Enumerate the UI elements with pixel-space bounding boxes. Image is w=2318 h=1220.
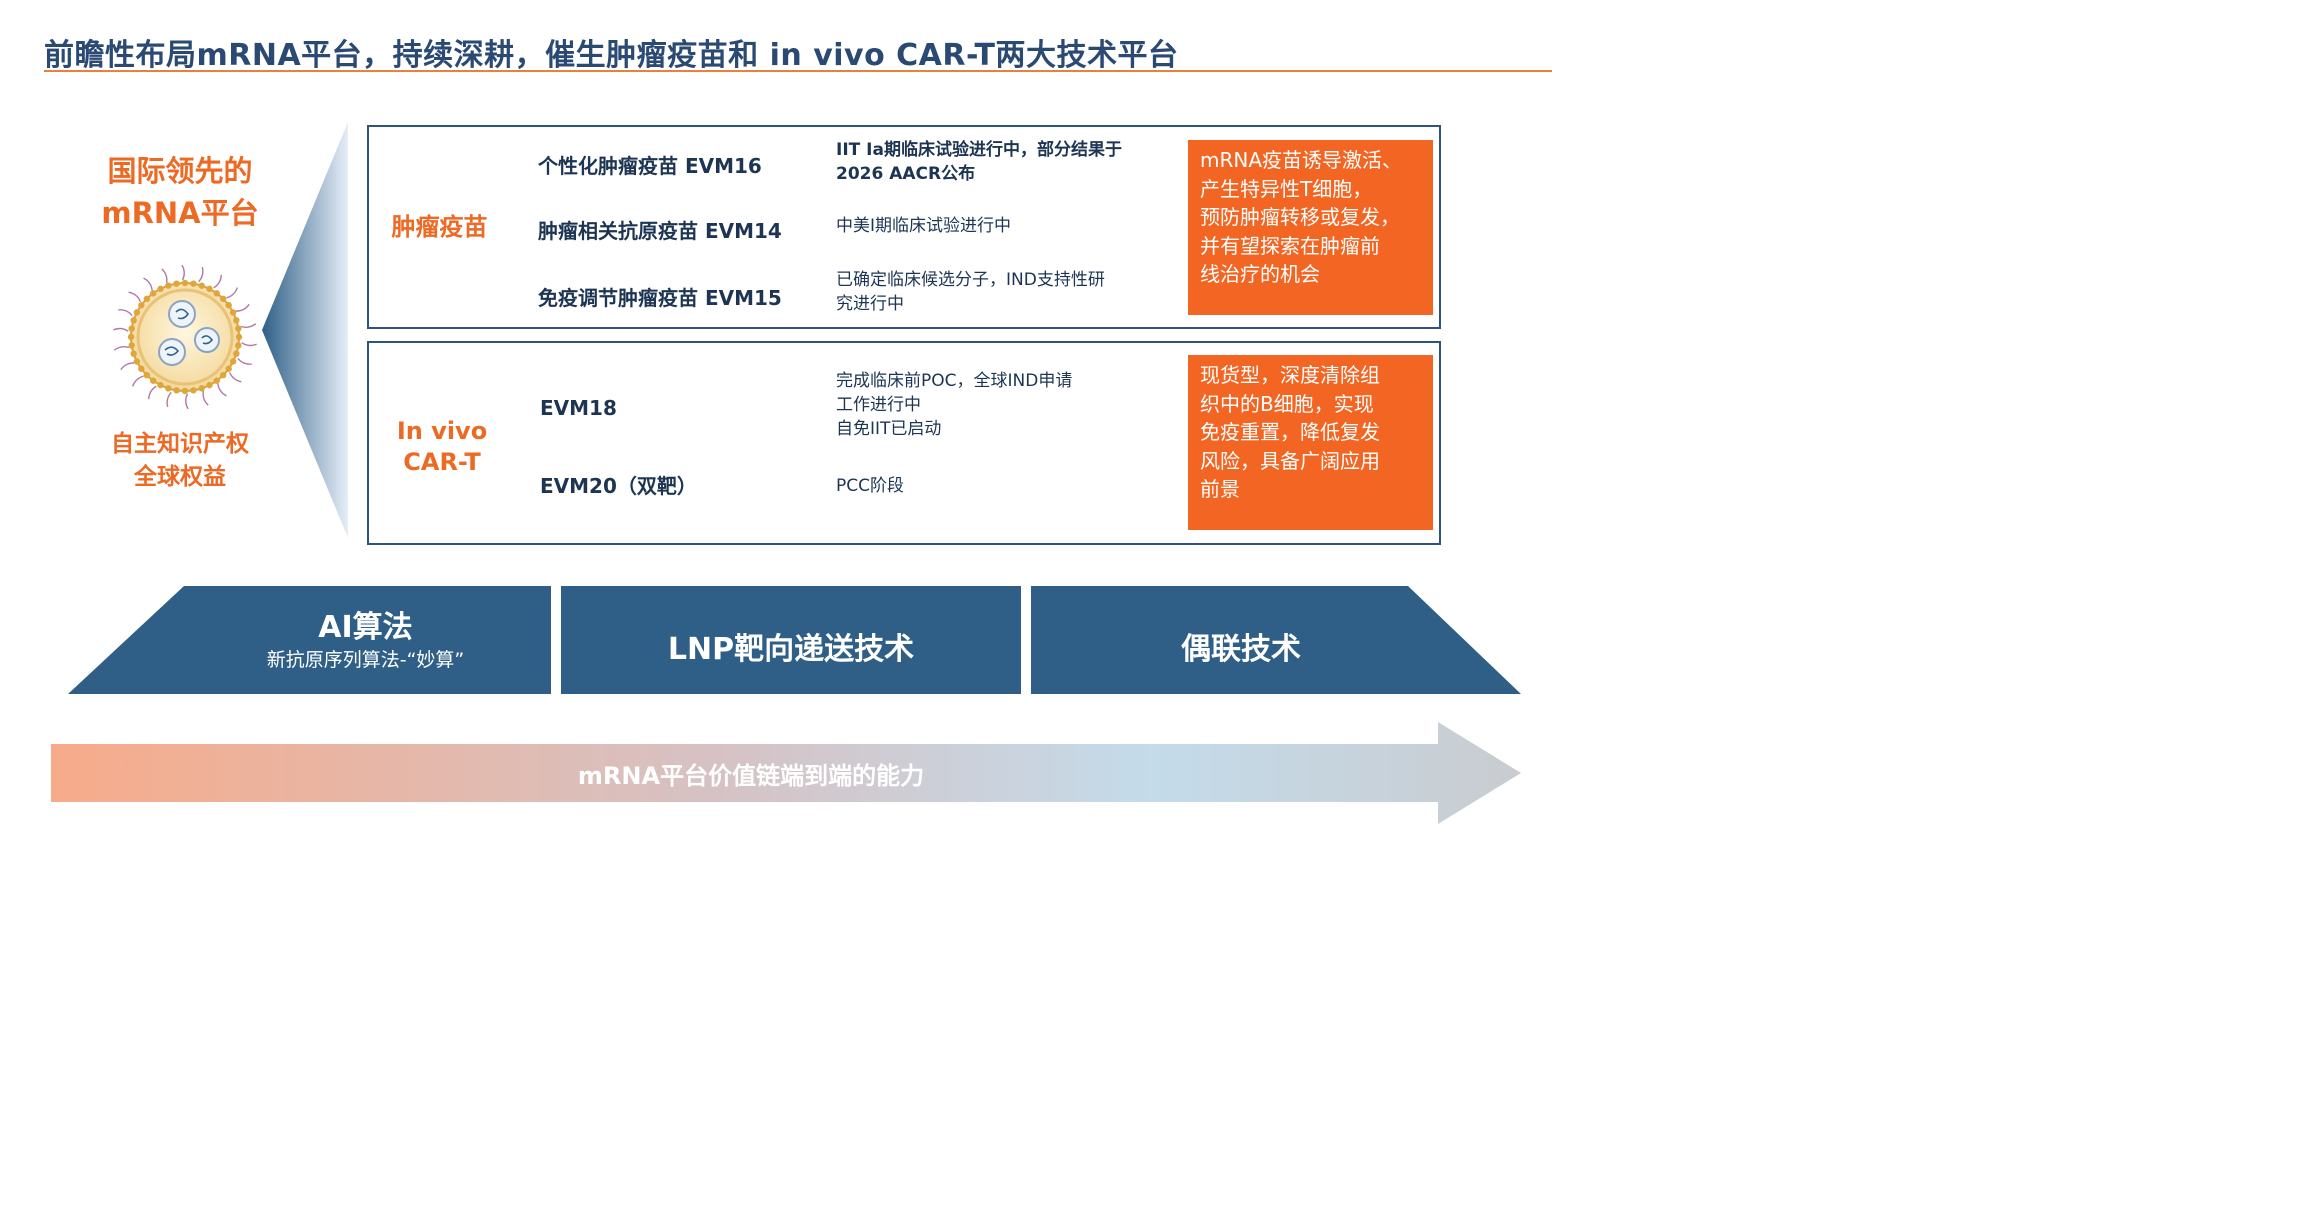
ip-rights-line2: 全球权益 [134, 464, 226, 490]
tech-conjugation-label: 偶联技术 [1181, 632, 1301, 667]
highlight-line: 现货型，深度清除组 [1200, 363, 1380, 387]
product-evm16: 个性化肿瘤疫苗 EVM16 [538, 154, 762, 178]
highlight-line: 并有望探索在肿瘤前 [1200, 233, 1380, 258]
product-evm20: EVM20（双靶） [540, 474, 697, 498]
tech-block-conjugation [1031, 586, 1521, 694]
status-evm16: IIT Ia期临床试验进行中，部分结果于 2026 AACR公布 [836, 138, 1122, 186]
tech-lnp-label: LNP靶向递送技术 [667, 632, 915, 667]
platform-heading-line1: 国际领先的 [107, 154, 253, 188]
status-evm18-line3: 自免IIT已启动 [836, 419, 942, 439]
tumor-vaccine-highlight: mRNA疫苗诱导激活、 产生特异性T细胞， 预防肿瘤转移或复发， 并有望探索在肿… [1188, 140, 1433, 315]
status-evm16-line1: IIT Ia期临床试验进行中，部分结果于 [836, 140, 1122, 160]
status-evm18: 完成临床前POC，全球IND申请 工作进行中 自免IIT已启动 [836, 369, 1072, 441]
technology-foundation-bar [68, 586, 1521, 694]
highlight-line: 产生特异性T细胞， [1200, 176, 1373, 201]
car-t-highlight: 现货型，深度清除组 织中的B细胞，实现 免疫重置，降低复发 风险，具备广阔应用 … [1188, 355, 1433, 530]
status-evm18-line1: 完成临床前POC，全球IND申请 [836, 371, 1073, 391]
highlight-line: 线治疗的机会 [1200, 262, 1320, 286]
highlight-line: 风险，具备广阔应用 [1200, 448, 1380, 473]
value-chain-arrow [51, 722, 1521, 824]
category-in-vivo-car-t: In vivo CAR-T [372, 416, 512, 478]
status-evm15-line1: 已确定临床候选分子，IND支持性研 [836, 270, 1105, 290]
status-evm15-line2: 究进行中 [836, 294, 904, 314]
tech-ai-label: AI算法 [318, 610, 413, 645]
highlight-line: 预防肿瘤转移或复发， [1200, 205, 1400, 229]
expansion-wedge [262, 122, 348, 538]
tech-ai-sublabel: 新抗原序列算法-“妙算” [266, 649, 465, 671]
lnp-nanoparticle-icon [113, 264, 257, 410]
highlight-line: 织中的B细胞，实现 [1200, 391, 1374, 416]
title-underline [44, 70, 1552, 72]
product-evm18: EVM18 [540, 396, 617, 420]
tech-ai: AI算法 新抗原序列算法-“妙算” [180, 610, 551, 674]
status-evm20: PCC阶段 [836, 474, 904, 498]
status-evm20-line1: PCC阶段 [836, 476, 904, 496]
status-evm14-line1: 中美I期临床试验进行中 [836, 216, 1012, 236]
category-line1: In vivo [396, 417, 488, 445]
tech-block-ai [68, 586, 551, 694]
product-evm15: 免疫调节肿瘤疫苗 EVM15 [538, 286, 782, 310]
page-title: 前瞻性布局mRNA平台，持续深耕，催生肿瘤疫苗和 in vivo CAR-T两大… [44, 38, 1179, 73]
platform-heading: 国际领先的 mRNA平台 [60, 150, 300, 234]
status-evm15: 已确定临床候选分子，IND支持性研 究进行中 [836, 268, 1105, 316]
value-chain-label: mRNA平台价值链端到端的能力 [577, 762, 925, 790]
category-tumor-vaccine: 肿瘤疫苗 [391, 213, 488, 241]
status-evm18-line2: 工作进行中 [836, 395, 921, 415]
ip-rights-line1: 自主知识产权 [111, 431, 249, 457]
status-evm14: 中美I期临床试验进行中 [836, 214, 1011, 238]
tech-block-lnp [561, 586, 1021, 694]
status-evm16-line2: 2026 AACR公布 [836, 164, 976, 184]
highlight-line: mRNA疫苗诱导激活、 [1200, 148, 1403, 172]
highlight-line: 前景 [1200, 477, 1240, 501]
highlight-line: 免疫重置，降低复发 [1200, 420, 1380, 444]
product-evm14: 肿瘤相关抗原疫苗 EVM14 [538, 219, 782, 243]
ip-rights-note: 自主知识产权 全球权益 [60, 428, 300, 494]
category-line2: CAR-T [403, 448, 481, 476]
platform-heading-line2: mRNA平台 [101, 196, 259, 230]
